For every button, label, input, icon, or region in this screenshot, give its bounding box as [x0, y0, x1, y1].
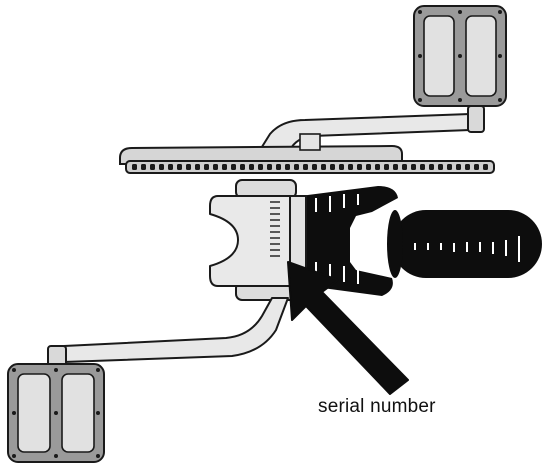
chain-link: [195, 164, 200, 170]
chain-link: [258, 164, 263, 170]
chain-link: [177, 164, 182, 170]
chain-link: [447, 164, 452, 170]
chain-link: [474, 164, 479, 170]
chain-link: [168, 164, 173, 170]
chain-link: [321, 164, 326, 170]
chain-link: [330, 164, 335, 170]
chain-link: [465, 164, 470, 170]
chain-link: [213, 164, 218, 170]
chainring: [119, 133, 403, 166]
chain-link: [150, 164, 155, 170]
chain-link: [429, 164, 434, 170]
chain: [125, 160, 495, 174]
chain-link: [366, 164, 371, 170]
chain-link: [303, 164, 308, 170]
bottom-bracket-shell: [209, 179, 307, 301]
chain-link: [285, 164, 290, 170]
chain-link: [339, 164, 344, 170]
serial-number-label: serial number: [318, 396, 436, 417]
chain-link: [402, 164, 407, 170]
chain-link: [456, 164, 461, 170]
chain-link: [204, 164, 209, 170]
chain-link: [348, 164, 353, 170]
chain-link: [384, 164, 389, 170]
chain-link: [393, 164, 398, 170]
chain-link: [375, 164, 380, 170]
pointer-arrow-icon: [287, 261, 409, 395]
chain-link: [294, 164, 299, 170]
chain-link: [312, 164, 317, 170]
lower-crank-arm: [47, 297, 289, 367]
chain-link: [420, 164, 425, 170]
chain-link: [132, 164, 137, 170]
chain-link: [357, 164, 362, 170]
chain-link: [186, 164, 191, 170]
chain-link: [438, 164, 443, 170]
chain-link: [267, 164, 272, 170]
upper-crank-arm: [249, 105, 485, 167]
chain-link: [276, 164, 281, 170]
chain-link: [159, 164, 164, 170]
chain-link: [231, 164, 236, 170]
chain-link: [240, 164, 245, 170]
bottom-pedal-icon: [7, 363, 105, 463]
chain-link: [411, 164, 416, 170]
chain-link: [483, 164, 488, 170]
chain-link: [222, 164, 227, 170]
seat-tube: [387, 210, 542, 278]
chain-link: [249, 164, 254, 170]
chain-link: [141, 164, 146, 170]
top-pedal-icon: [413, 5, 507, 107]
frame-tubes: [300, 186, 398, 296]
serial-number-engraving: [270, 201, 280, 257]
